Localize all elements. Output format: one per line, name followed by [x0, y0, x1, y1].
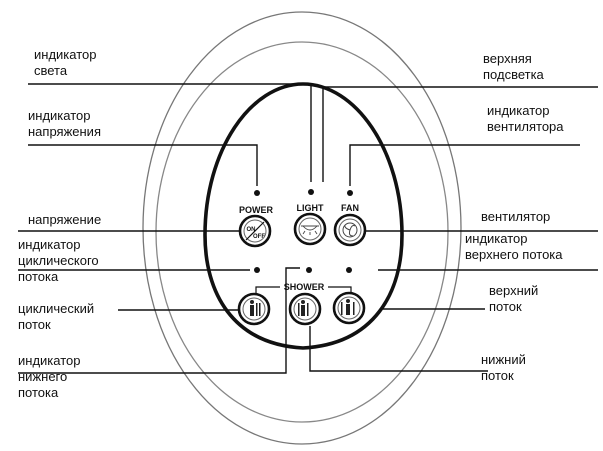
power-label: POWER	[239, 205, 274, 215]
leader-lines	[18, 83, 598, 374]
person-shower-icon	[341, 299, 355, 315]
fan-button[interactable]	[333, 213, 367, 247]
callout-fan: вентилятор	[481, 209, 551, 224]
callout-fan-indicator: индикатор вентилятора	[487, 103, 564, 134]
callout-upper-flow: верхний поток	[489, 283, 539, 314]
lamp-icon	[301, 225, 319, 235]
leader-fan-indicator	[349, 144, 580, 186]
person-shower-icon	[250, 300, 261, 316]
cyclic-flow-indicator-led	[254, 267, 260, 273]
light-label: LIGHT	[297, 203, 324, 213]
fan-label: FAN	[341, 203, 359, 213]
leader-top-backlight	[322, 86, 598, 182]
light-button[interactable]	[293, 212, 327, 246]
outer-rim	[142, 11, 462, 445]
leader-light-indicator	[28, 83, 312, 182]
fan-icon	[342, 222, 358, 238]
upper-flow-button[interactable]	[332, 291, 366, 325]
leader-lower-flow	[309, 326, 488, 372]
callout-top-backlight: верхняя подсветка	[483, 51, 544, 82]
power-button[interactable]: ON OFF	[238, 214, 272, 248]
light-indicator-led	[308, 189, 314, 195]
callout-voltage: напряжение	[28, 212, 102, 227]
person-shower-icon	[298, 300, 309, 316]
leader-lower-flow-indicator	[18, 267, 300, 374]
leader-voltage-indicator	[28, 144, 258, 186]
callout-upper-flow-indicator: индикатор верхнего потока	[465, 231, 563, 262]
power-indicator-led	[254, 190, 260, 196]
fan-indicator-led	[347, 190, 353, 196]
callout-cyclic-flow-indicator: индикатор циклического потока	[18, 237, 99, 284]
callout-lower-flow: нижний поток	[481, 352, 526, 383]
lower-flow-button[interactable]	[288, 292, 322, 326]
callout-lower-flow-indicator: индикатор нижнего потока	[18, 353, 81, 400]
callout-voltage-indicator: индикатор напряжения	[28, 108, 101, 139]
control-panel-outline	[203, 82, 404, 350]
callout-light-indicator: индикатор света	[34, 47, 97, 78]
power-off-text: OFF	[253, 234, 265, 240]
inner-rim	[155, 41, 449, 423]
shower-label: SHOWER	[284, 282, 325, 292]
cyclic-flow-button[interactable]	[237, 292, 271, 326]
lower-flow-indicator-led	[306, 267, 312, 273]
power-on-text: ON	[247, 227, 256, 233]
upper-flow-indicator-led	[346, 267, 352, 273]
callout-cyclic-flow: циклический поток	[18, 301, 95, 332]
